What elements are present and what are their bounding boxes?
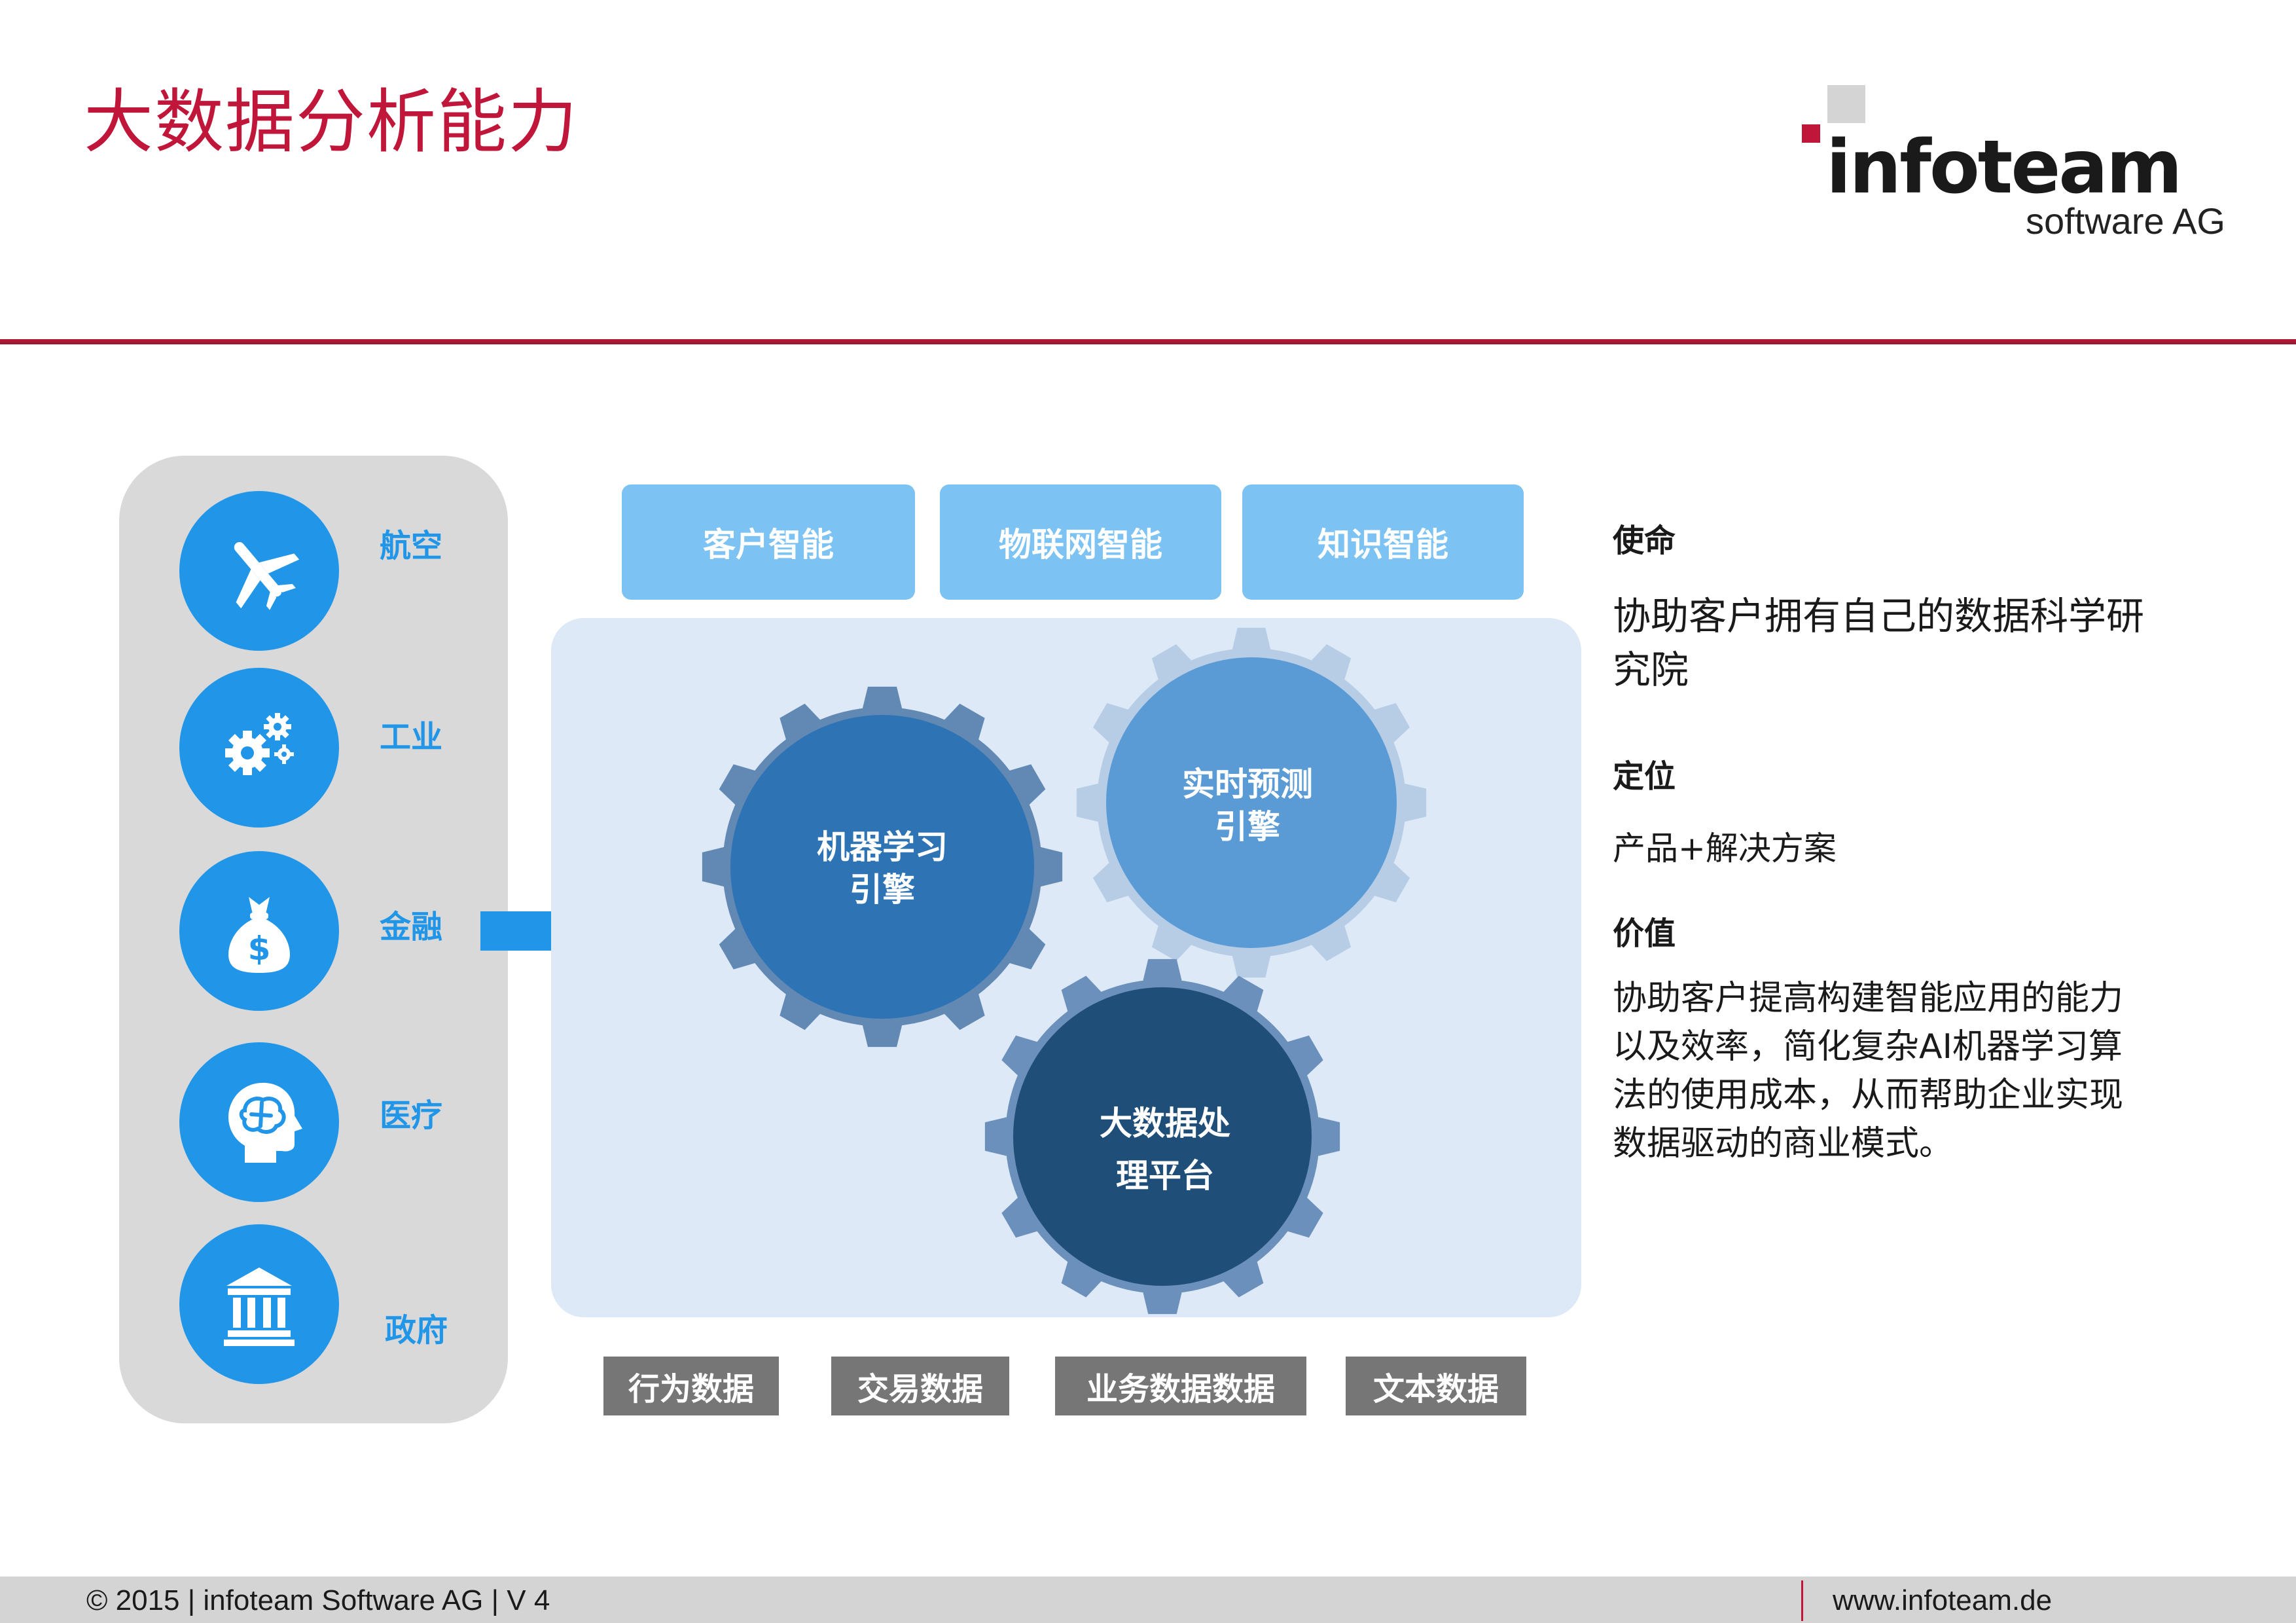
sector-aviation-circle: [179, 491, 339, 651]
head-brain-icon: [228, 1082, 302, 1163]
position-heading: 定位: [1613, 758, 1676, 795]
footer-copyright: © 2015 | infoteam Software AG | V 4: [86, 1584, 550, 1616]
header-divider: [0, 339, 2296, 344]
value-heading: 价值: [1613, 915, 1676, 952]
sector-industry-circle: [179, 668, 339, 828]
sector-label-finance: 金融: [380, 909, 443, 945]
data-box-business: 业务数据数据: [1055, 1357, 1306, 1415]
gears-icon: [225, 713, 294, 775]
footer-bar: [0, 1577, 2296, 1623]
sector-panel: 航空: [119, 456, 508, 1423]
intel-box-iot: 物联网智能: [940, 484, 1221, 600]
logo-wordmark: infoteam: [1826, 125, 2183, 210]
gear-label-big-data: 大数据处 理平台: [1034, 1097, 1296, 1202]
position-text: 产品+解决方案: [1613, 830, 1837, 867]
sector-government-circle: [179, 1224, 339, 1384]
gear-label-ml-text: 机器学习 引擎: [817, 828, 948, 909]
logo-gray-square: [1827, 85, 1865, 123]
sector-finance-circle: $: [179, 851, 339, 1011]
sector-label-industry: 工业: [380, 719, 443, 756]
footer-website-link[interactable]: www.infoteam.de: [1833, 1584, 2053, 1616]
gear-label-realtime: 实时预测 引擎: [1117, 763, 1378, 848]
data-box-text: 文本数据: [1346, 1357, 1526, 1415]
airplane-icon: [234, 541, 300, 610]
svg-text:$: $: [248, 930, 271, 968]
logo-subtitle: software AG: [2025, 200, 2225, 242]
value-text: 协助客户提高构建智能应用的能力以及效率，简化复杂AI机器学习算法的使用成本，从而…: [1613, 979, 2124, 1163]
sector-medical-circle: [179, 1042, 339, 1202]
logo-red-square: [1802, 124, 1820, 143]
engine-panel: [551, 618, 1581, 1317]
gear-label-machine-learning: 机器学习 引擎: [751, 826, 1013, 911]
data-box-behavior: 行为数据: [603, 1357, 779, 1415]
intel-box-knowledge: 知识智能: [1242, 484, 1524, 600]
sector-label-aviation: 航空: [380, 528, 443, 564]
sector-label-government: 政府: [385, 1312, 448, 1349]
gear-label-bd-text: 大数据处 理平台: [1100, 1104, 1230, 1195]
footer-divider: [1801, 1580, 1803, 1621]
mission-text: 协助客户拥有自己的数据科学研究院: [1613, 594, 2145, 692]
money-bag-icon: $: [228, 897, 290, 973]
intel-box-customer: 客户智能: [622, 484, 915, 600]
infoteam-logo: infoteam software AG: [1793, 85, 2225, 249]
government-building-icon: [224, 1267, 295, 1346]
data-box-transaction: 交易数据: [831, 1357, 1009, 1415]
slide-title: 大数据分析能力: [84, 82, 579, 162]
sector-label-medical: 医疗: [380, 1097, 443, 1134]
mission-heading: 使命: [1613, 522, 1676, 559]
gear-label-rt-text: 实时预测 引擎: [1182, 765, 1313, 846]
